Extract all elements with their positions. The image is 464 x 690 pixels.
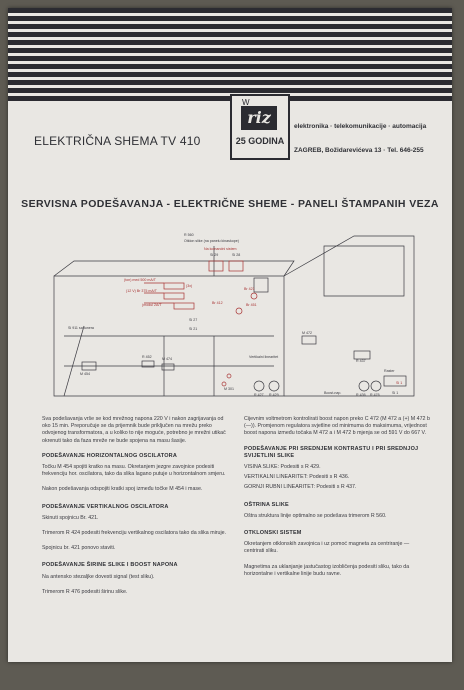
diagram-label-r437: R 437 <box>356 359 366 363</box>
diagram-label-m454: M 454 <box>80 372 90 376</box>
boost-paragraph: Cijevnim voltmetrom kontrolirati boost n… <box>244 416 430 437</box>
riz-logo: W riz 25 GODINA <box>230 94 290 160</box>
logo-mark-icon: W <box>242 98 250 107</box>
left-column: Sva podešavanja vrše se kod mrežnog napo… <box>42 416 228 606</box>
section-text: VISINA SLIKE: Podesiti s R 429. <box>244 464 321 471</box>
diagram-label-r452: R 452 <box>142 355 152 359</box>
intro-paragraph: Sva podešavanja vrše se kod mrežnog napo… <box>42 416 226 444</box>
diagram-label-r429: R 429 <box>269 393 279 397</box>
section-text: GORNJI RUBNI LINEARITET: Podesiti s R 43… <box>244 484 357 491</box>
section-width-boost: PODEŠAVANJE ŠIRINE SLIKE I BOOST NAPONA … <box>42 562 228 596</box>
diagram-red-label-br421: Br 421 <box>244 287 255 291</box>
section-text: Na antensko stezaljke dovesti signal (te… <box>42 573 155 580</box>
diagram-label-si28: Si 28 <box>232 253 240 257</box>
section-title: PODEŠAVANJE VERTIKALNOG OSCILATORA <box>42 503 169 510</box>
section-title: PODEŠAVANJE HORIZONTALNOG OSCILATORA <box>42 452 178 459</box>
diagram-red-label-3x: (3x) <box>186 284 192 288</box>
document-sheet: ELEKTRIČNA SHEMA TV 410 W riz 25 GODINA … <box>8 8 452 662</box>
diagram-red-label-si1: Si 1 <box>396 381 402 385</box>
section-vertical-oscillator: PODEŠAVANJE VERTIKALNOG OSCILATORA Skinu… <box>42 504 228 553</box>
diagram-red-label-komandni: Na komandni sistem <box>204 247 237 251</box>
section-sharpness: OŠTRINA SLIKE Oštra struktura linije opt… <box>244 502 430 520</box>
diagram-label-si21: Si 21 <box>189 327 197 331</box>
section-mid-contrast: PODEŠAVANJE PRI SREDNJEM KONTRASTU I PRI… <box>244 446 430 492</box>
diagram-label-boost: Boost-nap. <box>324 391 341 395</box>
diagram-label-raster: Raster <box>384 369 395 373</box>
diagram-label-m301: M 301 <box>224 387 234 391</box>
section-text: Nakon podešavanja odspojiti kratki spoj … <box>42 486 203 493</box>
logo-box: riz <box>241 106 277 130</box>
chassis-outline <box>53 235 415 397</box>
diagram-label-r476: R 476 <box>370 393 380 397</box>
main-title: SERVISNA PODEŠAVANJA - ELEKTRIČNE SHEME … <box>21 198 439 210</box>
logo-subtitle: 25 GODINA <box>235 136 285 146</box>
section-deflection-system: OTKLONSKI SISTEM Okretanjem otklonskih z… <box>244 530 430 578</box>
section-horizontal-oscillator: PODEŠAVANJE HORIZONTALNOG OSCILATORA Toč… <box>42 453 228 494</box>
company-line: elektronika · telekomunikacije · automac… <box>294 123 427 130</box>
section-text: Magnetima za uklanjanje jastučastog izob… <box>244 563 410 577</box>
diagram-label-r560: R 560 <box>184 233 194 237</box>
diagram-label-m474: M 474 <box>162 357 172 361</box>
section-text: Spojnicu br. 421 ponovo staviti. <box>42 545 116 552</box>
section-title: PODEŠAVANJE PRI SREDNJEM KONTRASTU I PRI… <box>244 445 419 459</box>
diagram-label-r436: R 436 <box>356 393 366 397</box>
document-title: ELEKTRIČNA SHEMA TV 410 <box>34 134 201 148</box>
section-title: PODEŠAVANJE ŠIRINE SLIKE I BOOST NAPONA <box>42 562 178 569</box>
right-column: Cijevnim voltmetrom kontrolirati boost n… <box>244 416 430 588</box>
diagram-label-r427: R 427 <box>254 393 264 397</box>
logo-text: riz <box>247 108 271 127</box>
diagram-label-m472: M 472 <box>302 331 312 335</box>
section-text: Trimerom R 476 podesiti širinu slike. <box>42 588 128 595</box>
diagram-label-si29: Si 29 <box>210 253 218 257</box>
red-components <box>144 260 258 387</box>
section-title: OŠTRINA SLIKE <box>244 501 289 508</box>
diagram-label-si27: Si 27 <box>189 318 197 322</box>
section-text: Okretanjem otklonskih zavojnica i uz pom… <box>244 541 410 555</box>
diagram-red-label-12v: (12 V) Br 375 mA/T <box>126 289 158 293</box>
section-text: Trimerom R 424 podesiti frekvenciju vert… <box>42 530 227 537</box>
address-line: ZAGREB, Božidarevićeva 13 · Tel. 646-255 <box>294 147 424 154</box>
diagram-red-label-br412: Br 412 <box>212 301 223 305</box>
diagram-label-vert-lin: Vertikalni linearitet <box>249 355 278 359</box>
section-title: OTKLONSKI SISTEM <box>244 530 302 537</box>
tv-chassis-diagram: R 560 Otklon slike (na panelu kinaskope)… <box>53 233 415 397</box>
diagram-red-label-ton: (ton) med 500 mA/T <box>124 278 157 282</box>
section-text: VERTIKALNI LINEARITET: Podesiti s R 436. <box>244 474 350 481</box>
diagram-label-otklon: Otklon slike (na panelu kinaskope) <box>184 239 239 243</box>
section-text: Oštra struktura linije optimalno se pode… <box>244 512 387 519</box>
section-text: Skinuti spojnicu Br. 421. <box>42 514 99 521</box>
diagram-label-si911: Si 911 sa tunera <box>68 326 94 330</box>
diagram-red-label-br451: Br 451 <box>246 303 257 307</box>
section-text: Točku M 454 spojiti kratko na masu. Okre… <box>42 464 226 478</box>
diagram-red-label-modul: (modul 2A/T <box>142 303 162 307</box>
diagram-label-si1: Si 1 <box>392 391 398 395</box>
